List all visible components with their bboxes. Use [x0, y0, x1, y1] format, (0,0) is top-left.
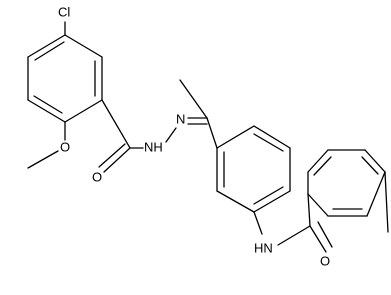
carbonyl-double-bond-left-inner	[98, 143, 126, 168]
carbonyl-double-bond-left	[103, 147, 131, 173]
carbonyl-oxygen-left-label: O	[92, 169, 102, 184]
bond-imine-carbon-to-methyl	[179, 79, 208, 119]
bond-ring-to-amide-nh	[253, 211, 263, 235]
chlorine-atom-label: Cl	[58, 4, 70, 19]
carbonyl-double-bond-right-inner	[317, 221, 333, 248]
bond-ring-to-carbonyl-left	[101, 99, 131, 149]
bond-oxygen-to-methyl	[27, 150, 59, 169]
bond-ring-to-methyl-right	[384, 171, 389, 233]
right-benzene-ring	[307, 149, 386, 217]
amide-nh-label: HN	[254, 240, 273, 255]
carbonyl-double-bond-right	[309, 225, 327, 253]
central-benzene-ring	[216, 125, 291, 213]
methoxy-oxygen-label: O	[60, 139, 70, 154]
imine-nitrogen-label: N	[176, 111, 185, 126]
bond-nh-to-amide-carbon	[277, 225, 311, 246]
bond-amide-carbon-to-ring	[307, 193, 311, 227]
left-benzene-ring	[27, 34, 103, 123]
hydrazide-nh-label: NH	[144, 139, 163, 154]
carbonyl-oxygen-right-label: O	[320, 253, 330, 268]
bond-imine-carbon-to-ring	[206, 117, 218, 149]
bond-nh-to-imine-n	[165, 127, 177, 143]
